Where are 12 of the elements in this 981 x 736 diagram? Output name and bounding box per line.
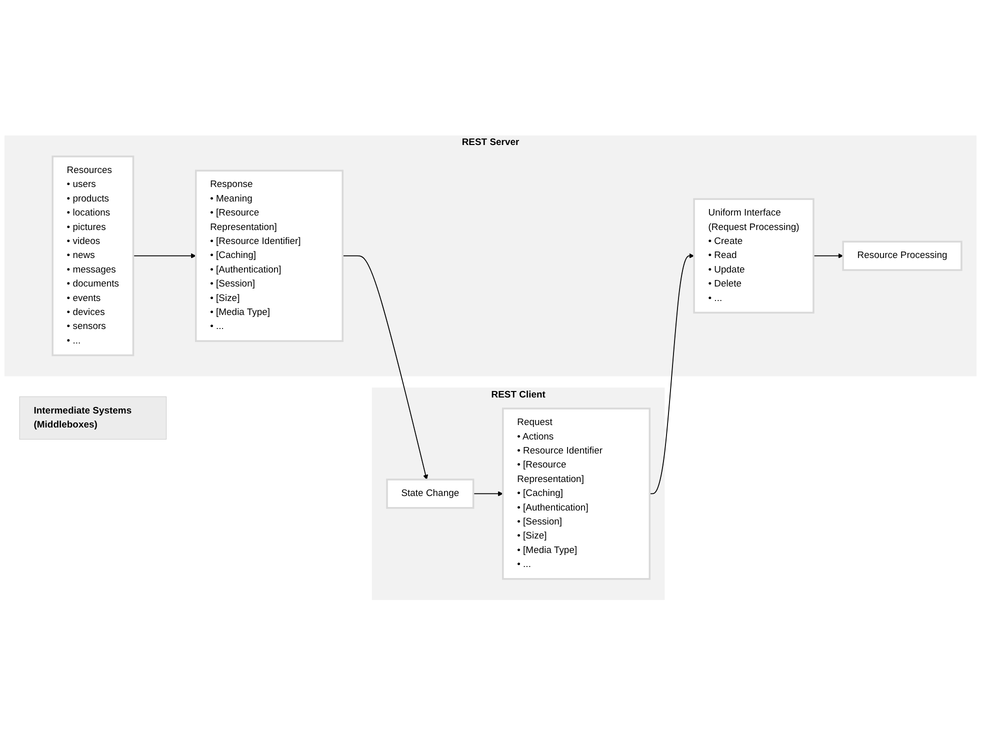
arrow <box>472 491 504 497</box>
node-box: Resources • users • products • locations • pictures • videos • news • messages • documents • events • devices • sensors • ... <box>52 156 134 356</box>
arrow <box>342 256 428 480</box>
node-box: State Change <box>386 478 474 510</box>
arrow <box>132 254 196 259</box>
arrow <box>649 254 694 494</box>
node-box: Response • Meaning • [Resource Representation] • [Resource Identifier] • [Caching] • [Authentication] • [Session] • [Size] • [Media Type] • ... <box>195 170 344 342</box>
node-box: Uniform Interface (Request Processing) • Create • Read • Update • Delete • ... <box>693 198 814 314</box>
node-box: Request • Actions • Resource Identifier • [Resource Representation] • [Caching] • [Authentication] • [Session] • [Size] • [Media Type] • ... <box>502 408 651 580</box>
node-box: Intermediate Systems (Middleboxes) <box>19 396 167 440</box>
node-box: Resource Processing <box>842 241 962 272</box>
arrow <box>813 254 844 259</box>
